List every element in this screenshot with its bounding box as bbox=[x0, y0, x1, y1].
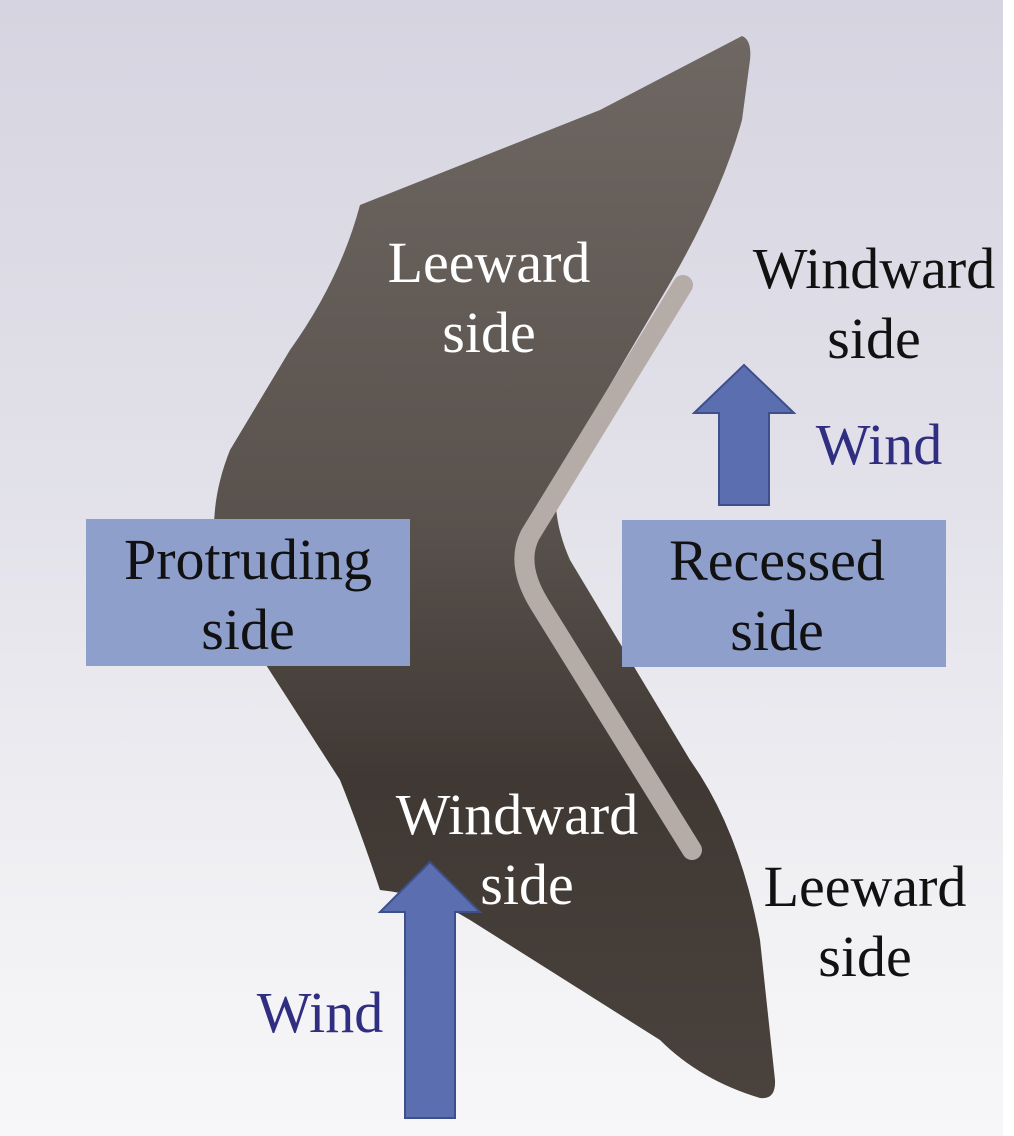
wind-label-bottom: Wind bbox=[256, 980, 384, 1045]
windward-bottom-line2: side bbox=[480, 852, 574, 917]
leeward-side-top-label: Leeward side bbox=[364, 228, 614, 368]
wind-label-top: Wind bbox=[815, 412, 943, 477]
leeward-bottom-line2: side bbox=[818, 924, 912, 989]
windward-side-top-label: Windward side bbox=[736, 234, 1012, 374]
protruding-side-box: Protruding side bbox=[86, 519, 410, 666]
leeward-bottom-line1: Leeward bbox=[763, 854, 967, 919]
leeward-side-bottom-label: Leeward side bbox=[740, 852, 990, 992]
windward-bottom-line1: Windward bbox=[395, 782, 639, 847]
leeward-top-line1: Leeward bbox=[387, 230, 591, 295]
recessed-side-box: Recessed side bbox=[622, 520, 946, 667]
recessed-line2: side bbox=[730, 598, 824, 663]
protruding-line2: side bbox=[201, 597, 295, 662]
windward-top-line1: Windward bbox=[752, 236, 996, 301]
wind-arrow-top bbox=[691, 363, 797, 506]
protruding-side-label: Protruding side bbox=[86, 519, 410, 665]
leeward-top-line2: side bbox=[442, 300, 536, 365]
edge-highlight bbox=[514, 275, 702, 860]
protruding-line1: Protruding bbox=[123, 527, 373, 592]
recessed-side-label: Recessed side bbox=[622, 520, 932, 666]
wind-arrow-bottom bbox=[377, 860, 483, 1119]
blade-body bbox=[214, 36, 776, 1099]
windward-side-bottom-label: Windward side bbox=[372, 780, 662, 920]
windward-top-line2: side bbox=[827, 306, 921, 371]
recessed-line1: Recessed bbox=[669, 528, 885, 593]
